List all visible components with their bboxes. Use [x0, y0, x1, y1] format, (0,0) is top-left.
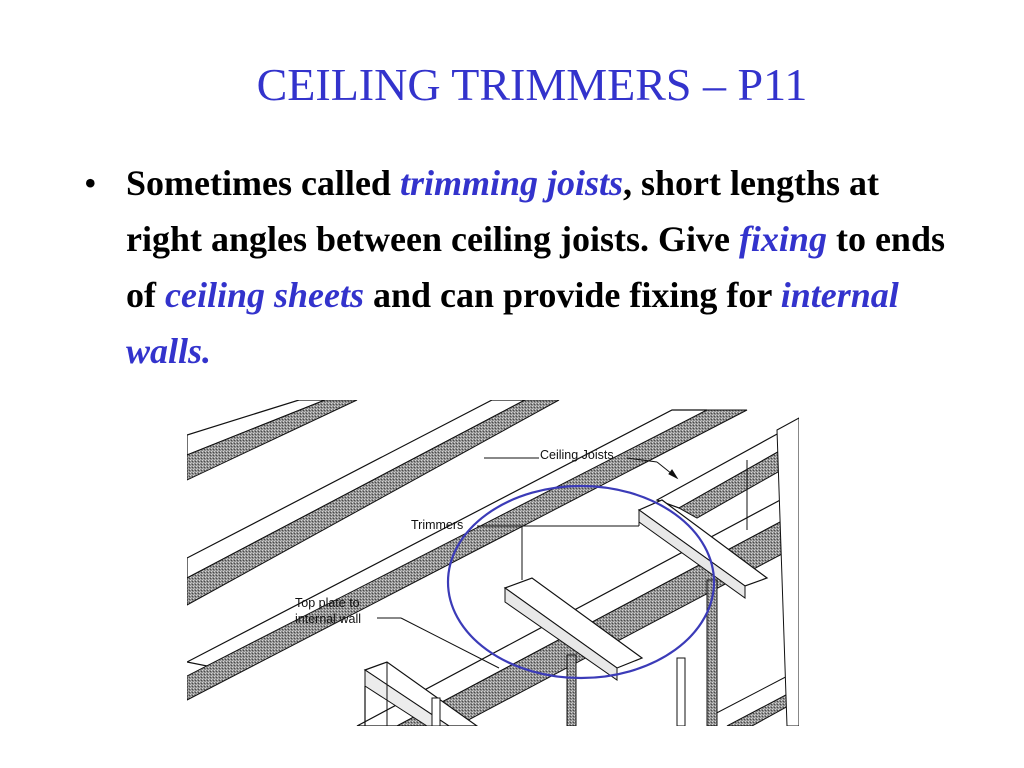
bullet-text: Sometimes called trimming joists, short …: [126, 155, 956, 379]
label-trimmers: Trimmers: [411, 518, 464, 532]
text-segment: to ends of: [126, 219, 945, 315]
bullet-marker: •: [84, 163, 97, 203]
text-segment: , short lengths at right angles between …: [126, 163, 880, 259]
label-ceiling-joists: Ceiling Joists: [540, 448, 614, 462]
ceiling-joist-back: [655, 421, 799, 519]
trimmer-lower: [503, 577, 644, 681]
ceiling-joist-3: [187, 409, 748, 701]
emphasis-trimming-joists: trimming joists: [399, 163, 624, 203]
framing-drawing: [187, 400, 799, 726]
ceiling-joist-5: [706, 669, 799, 726]
slide-title: CEILING TRIMMERS – P11: [256, 59, 808, 110]
ceiling-joist-1: [187, 400, 358, 481]
wall-studs: [431, 579, 718, 726]
text-segment: Sometimes called: [126, 163, 400, 203]
text-segment: and can provide fixing for: [363, 275, 781, 315]
label-top-plate-line1: Top plate to: [295, 596, 360, 610]
right-frame: [746, 417, 799, 726]
emphasis-ceiling-sheets: ceiling sheets: [165, 275, 364, 315]
ceiling-joist-2: [187, 400, 560, 606]
ceiling-framing-diagram: Ceiling Joists Trimmers Top plate to int…: [187, 400, 799, 726]
highlight-circle: [446, 484, 716, 680]
top-plate-internal-wall: [363, 661, 479, 726]
label-top-plate-line2: internal wall: [295, 612, 362, 626]
leader-lines: [377, 457, 679, 669]
emphasis-internal-walls: internal walls.: [126, 275, 899, 371]
emphasis-fixing: fixing: [738, 219, 827, 259]
